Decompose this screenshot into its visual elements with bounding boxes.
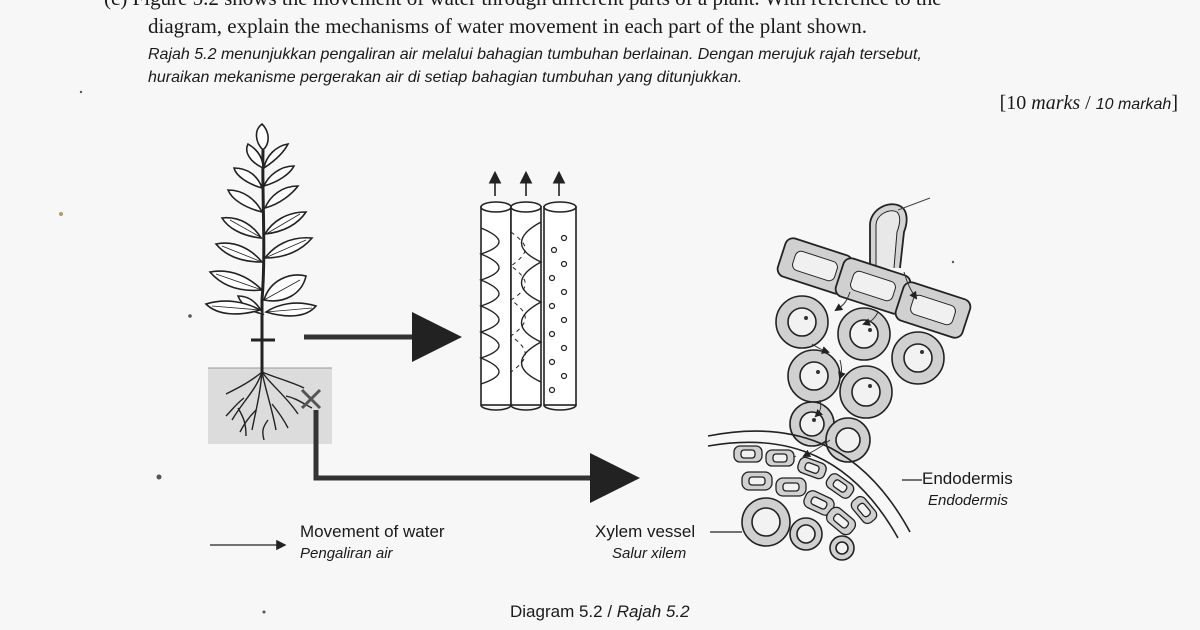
- plant-stem: [260, 149, 266, 372]
- endodermis-label-en: Endodermis: [922, 469, 1013, 488]
- root-tissue-illustration: [707, 197, 972, 561]
- diagram-caption: Diagram 5.2 / Rajah 5.2: [510, 602, 690, 622]
- marks-number: [10: [999, 92, 1032, 114]
- question-line-2: diagram, explain the mechanisms of water…: [148, 14, 868, 38]
- question-bm-line-1: Rajah 5.2 menunjukkan pengaliran air mel…: [148, 46, 922, 63]
- marks-label: [10 marks / 10 markah]: [1000, 92, 1178, 115]
- plant-roots: [225, 371, 313, 441]
- xylem-cross-sections: [741, 497, 855, 561]
- cortex-cells: [775, 295, 945, 463]
- marks-separator: /: [1080, 92, 1096, 114]
- question-line-1: (c) Figure 5.2 shows the movement of wat…: [104, 0, 942, 11]
- arrow-to-root-tissue: [313, 410, 640, 503]
- question-bm-line-2: huraikan mekanisme pergerakan air di set…: [148, 69, 743, 86]
- xylem-label-bm: Salur xilem: [612, 545, 687, 562]
- endodermis-label-bm: Endodermis: [928, 492, 1009, 509]
- caption-bm: Rajah 5.2: [616, 602, 690, 621]
- xylem-vessels-illustration: [479, 170, 577, 411]
- plant-illustration: [204, 122, 332, 444]
- scan-specks: [59, 90, 955, 614]
- caption-en: Diagram 5.2: [510, 602, 603, 621]
- caption-separator: /: [602, 602, 617, 621]
- endodermis-line: [707, 430, 911, 533]
- plant-leaves: [204, 122, 318, 317]
- marks-close: ]: [1171, 92, 1178, 114]
- marks-bm: 10 markah: [1095, 96, 1172, 113]
- root-x-mark: [300, 388, 322, 410]
- legend-label-bm: Pengaliran air: [300, 545, 393, 562]
- xylem-label-en: Xylem vessel: [595, 522, 696, 541]
- marks-en: marks: [1031, 92, 1081, 114]
- legend-label-en: Movement of water: [300, 522, 445, 541]
